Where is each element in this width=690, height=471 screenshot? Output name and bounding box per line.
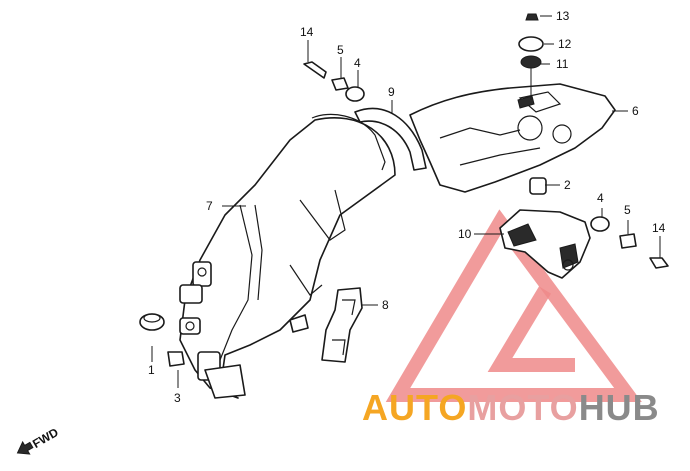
callout-5-right: 5 <box>624 203 631 217</box>
callout-5-left: 5 <box>337 43 344 57</box>
fwd-arrow-icon <box>16 440 34 455</box>
hardware-parts <box>139 13 669 367</box>
callout-3: 3 <box>174 391 181 405</box>
callout-8: 8 <box>382 298 389 312</box>
bracket-part <box>499 209 591 279</box>
callout-2: 2 <box>564 178 571 192</box>
callout-13: 13 <box>556 9 570 23</box>
callout-4-left: 4 <box>354 56 361 70</box>
callout-1: 1 <box>148 363 155 377</box>
fender-band-part <box>311 107 427 171</box>
watermark-logo <box>385 209 642 402</box>
watermark-text-hub: HUB <box>579 387 660 428</box>
callout-6: 6 <box>632 104 639 118</box>
watermark-triangle-inner <box>487 286 575 372</box>
callout-labels: 14 5 4 9 13 12 11 6 2 7 4 5 14 10 8 1 3 <box>148 9 666 405</box>
watermark-wordmark: AUTOMOTOHUB <box>362 387 660 428</box>
callout-10: 10 <box>458 227 472 241</box>
callout-7: 7 <box>206 199 213 213</box>
fwd-label: FWD <box>30 425 61 451</box>
callout-12: 12 <box>558 37 572 51</box>
callout-14-left: 14 <box>300 25 314 39</box>
rear-fender-part <box>179 117 396 399</box>
svg-text:AUTOMOTOHUB: AUTOMOTOHUB <box>362 387 660 428</box>
fwd-indicator: FWD <box>16 425 61 455</box>
callout-11: 11 <box>556 57 569 71</box>
leader-lines <box>151 15 661 388</box>
watermark-triangle-outer <box>385 209 642 402</box>
rear-fender-tail-part <box>409 83 616 193</box>
callout-14-right: 14 <box>652 221 666 235</box>
watermark-text-auto: AUTO <box>362 387 467 428</box>
watermark-text-moto: MOTO <box>467 387 578 428</box>
callout-9: 9 <box>388 85 395 99</box>
reflector-plate-part <box>321 287 363 363</box>
callout-4-right: 4 <box>597 191 604 205</box>
